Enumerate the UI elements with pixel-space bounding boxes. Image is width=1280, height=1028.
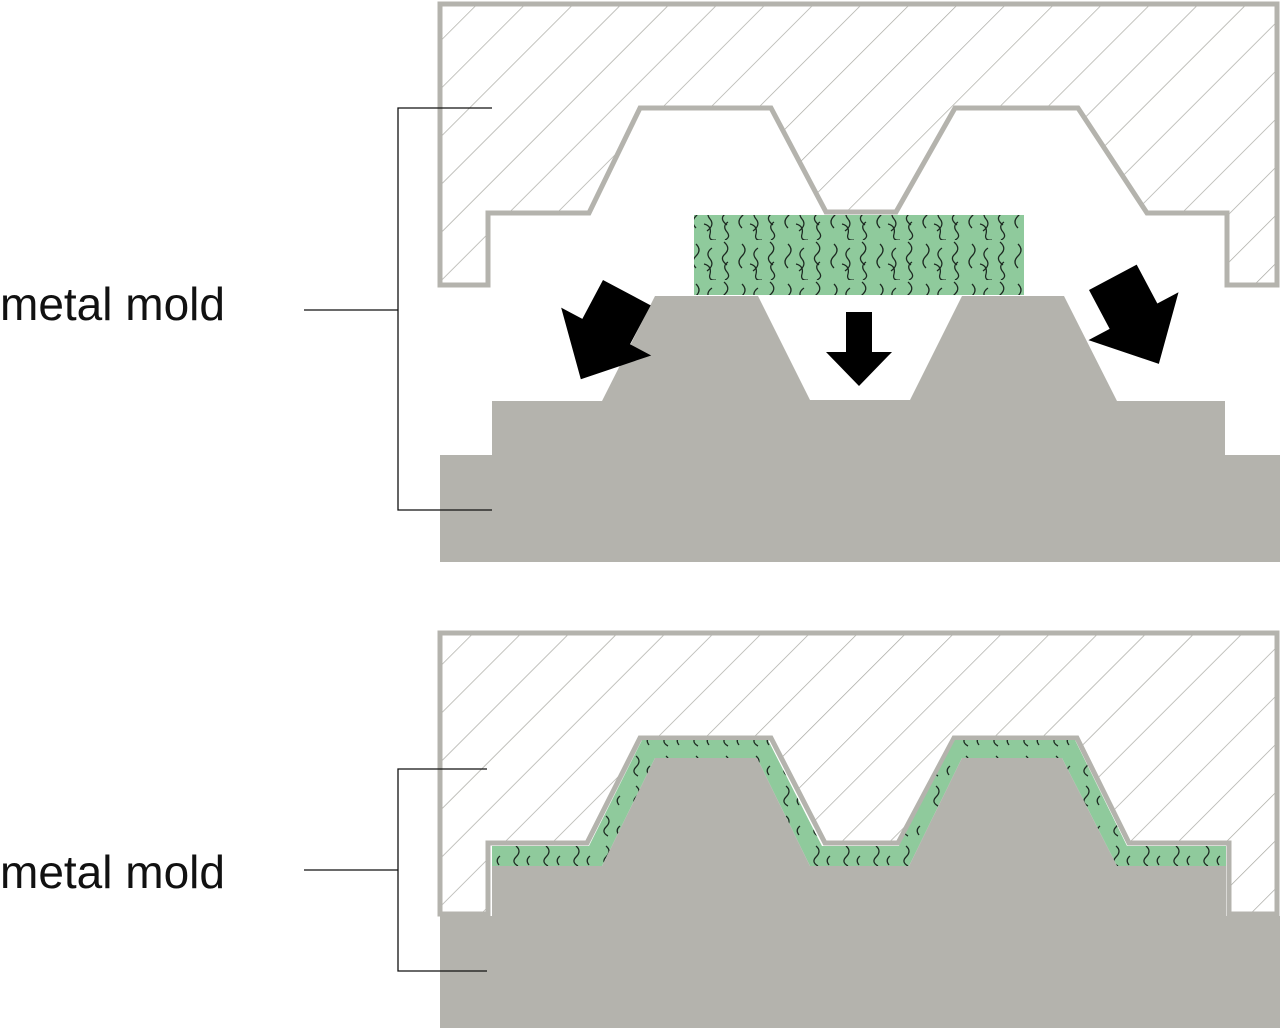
top-panel: metal mold — [0, 1, 1280, 562]
lower-mold-top — [440, 296, 1280, 562]
label-metal-mold-bottom: metal mold — [0, 846, 225, 898]
upper-mold-top — [437, 1, 1280, 288]
bracket-top — [397, 107, 492, 511]
label-metal-mold-top: metal mold — [0, 278, 225, 330]
arrow-down-icon — [826, 312, 892, 386]
bottom-panel: metal mold — [0, 630, 1280, 1028]
formed-material — [492, 740, 1226, 866]
material-slab — [694, 215, 1024, 295]
arrow-left-icon — [561, 280, 652, 380]
lower-mold-bottom — [440, 758, 1280, 1028]
upper-mold-bottom — [437, 630, 1280, 917]
arrow-right-icon — [1088, 264, 1179, 364]
